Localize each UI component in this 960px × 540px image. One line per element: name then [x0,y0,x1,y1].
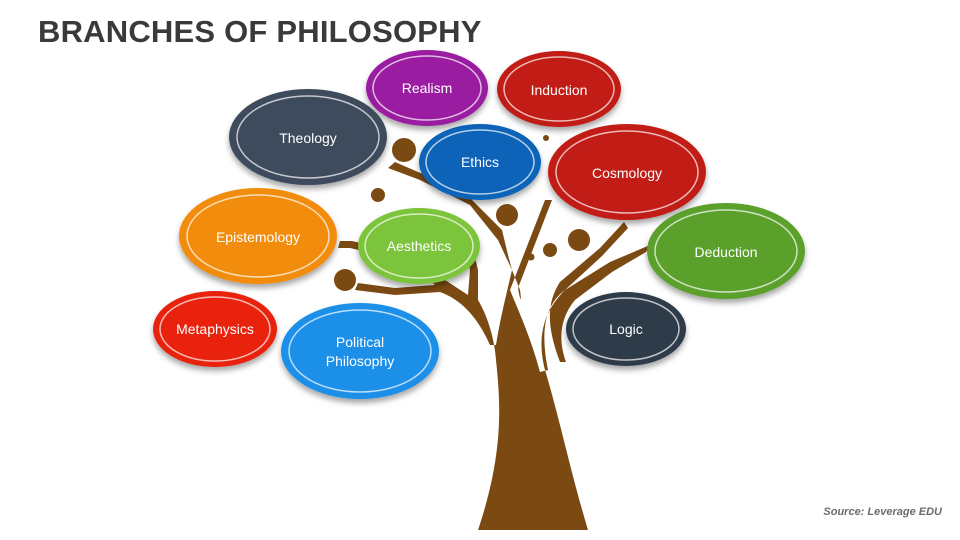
branch-metaphysics-label: Metaphysics [176,321,254,337]
branch-realism-label: Realism [402,80,453,96]
branch-theology [229,89,387,185]
branch-aesthetics [358,208,480,284]
source-credit: Source: Leverage EDU [823,506,942,518]
branch-theology-label: Theology [279,130,337,146]
branch-deduction [647,203,805,299]
branch-epistemology [179,188,337,284]
branch-cosmology-label: Cosmology [592,165,662,181]
branch-induction [497,51,621,127]
branch-aesthetics-label: Aesthetics [387,238,452,254]
branch-logic-label: Logic [609,321,642,337]
branch-realism [366,50,488,126]
branch-metaphysics [153,291,277,367]
branch-epistemology-label: Epistemology [216,229,300,245]
branch-induction-label: Induction [531,82,588,98]
branch-ethics [419,124,541,200]
branch-political-philosophy [281,303,439,399]
tree-trunk [334,135,650,530]
branch-cosmology [548,124,706,220]
branch-logic [566,292,686,366]
page-title: BRANCHES OF PHILOSOPHY [38,14,482,49]
branch-deduction-label: Deduction [694,244,757,260]
branch-ethics-label: Ethics [461,154,499,170]
